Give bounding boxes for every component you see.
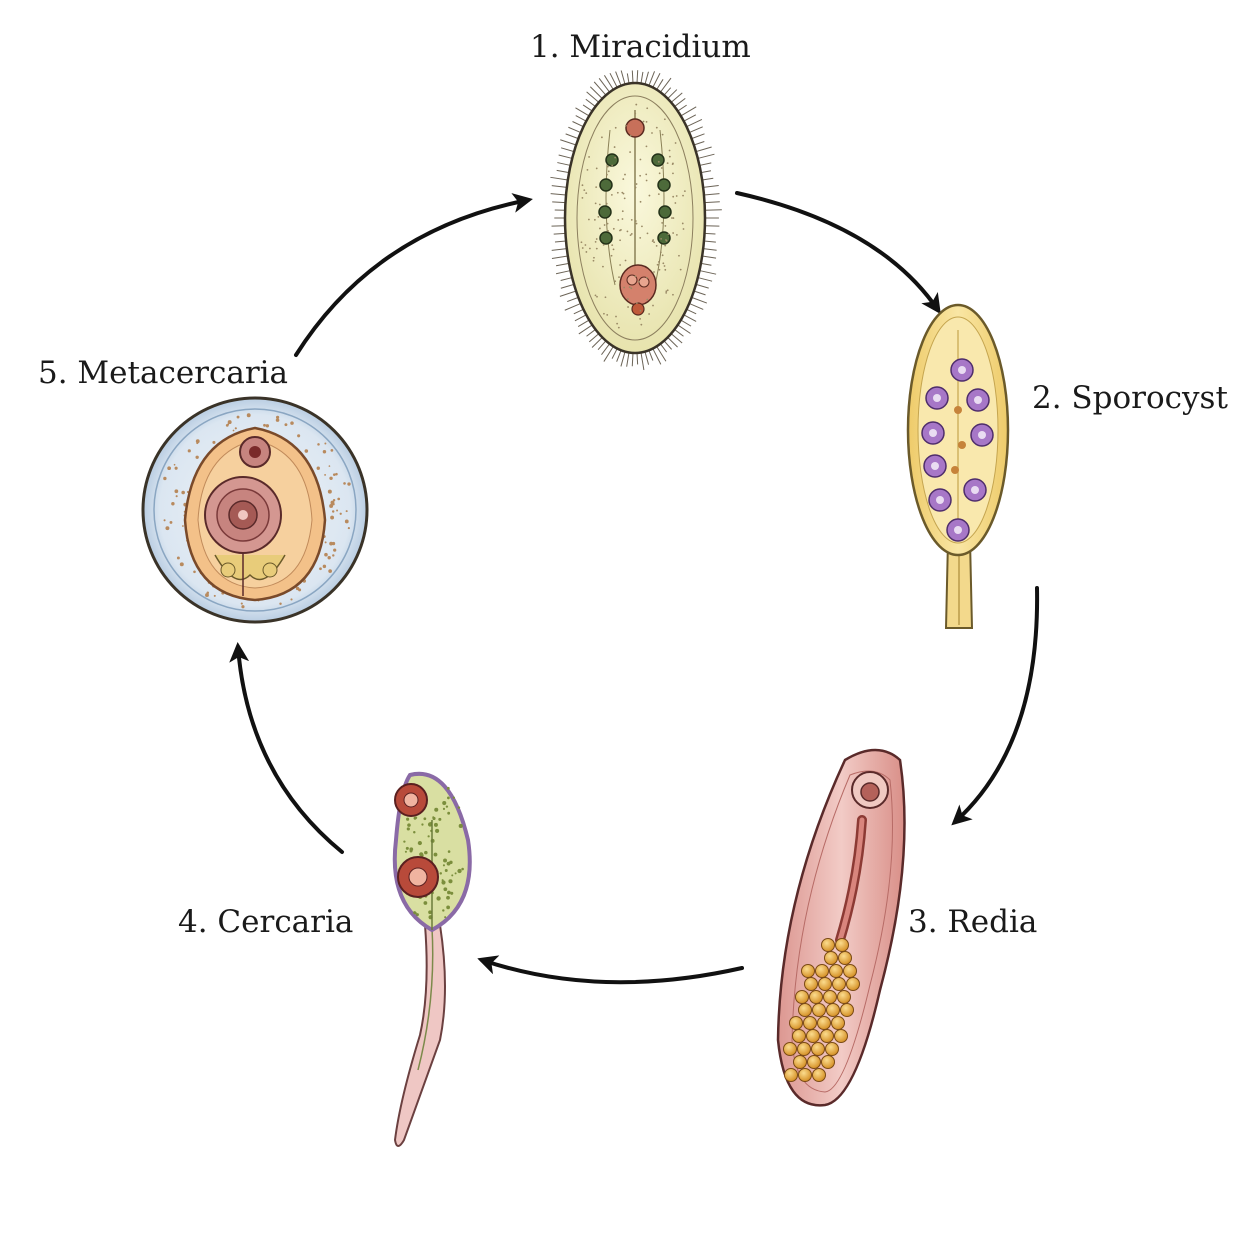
miracidium-illustration [550,70,722,370]
stage-label-redia: 3. Redia [908,904,1038,940]
stage-label-miracidium: 1. Miracidium [530,29,751,65]
arrow-sporocyst-to-redia [951,586,1040,826]
cycle-arrows [229,191,1040,985]
arrow-redia-to-cercaria [477,955,744,985]
stage-label-cercaria: 4. Cercaria [178,904,354,940]
arrow-miracidium-to-sporocyst [735,191,941,315]
stage-label-sporocyst: 2. Sporocyst [1032,380,1228,416]
stage-label-metacercaria: 5. Metacercaria [38,355,289,391]
miracidium-germ-cells [598,153,672,245]
cercaria-illustration [392,771,472,1147]
redia-germ-balls [783,938,860,1082]
arrow-cercaria-to-metacercaria [229,642,344,854]
miracidium-cilia [550,70,722,370]
metacercaria-illustration [141,396,369,624]
arrow-metacercaria-to-miracidium [294,193,533,357]
sporocyst-illustration [906,303,1010,629]
redia-illustration [776,748,906,1107]
